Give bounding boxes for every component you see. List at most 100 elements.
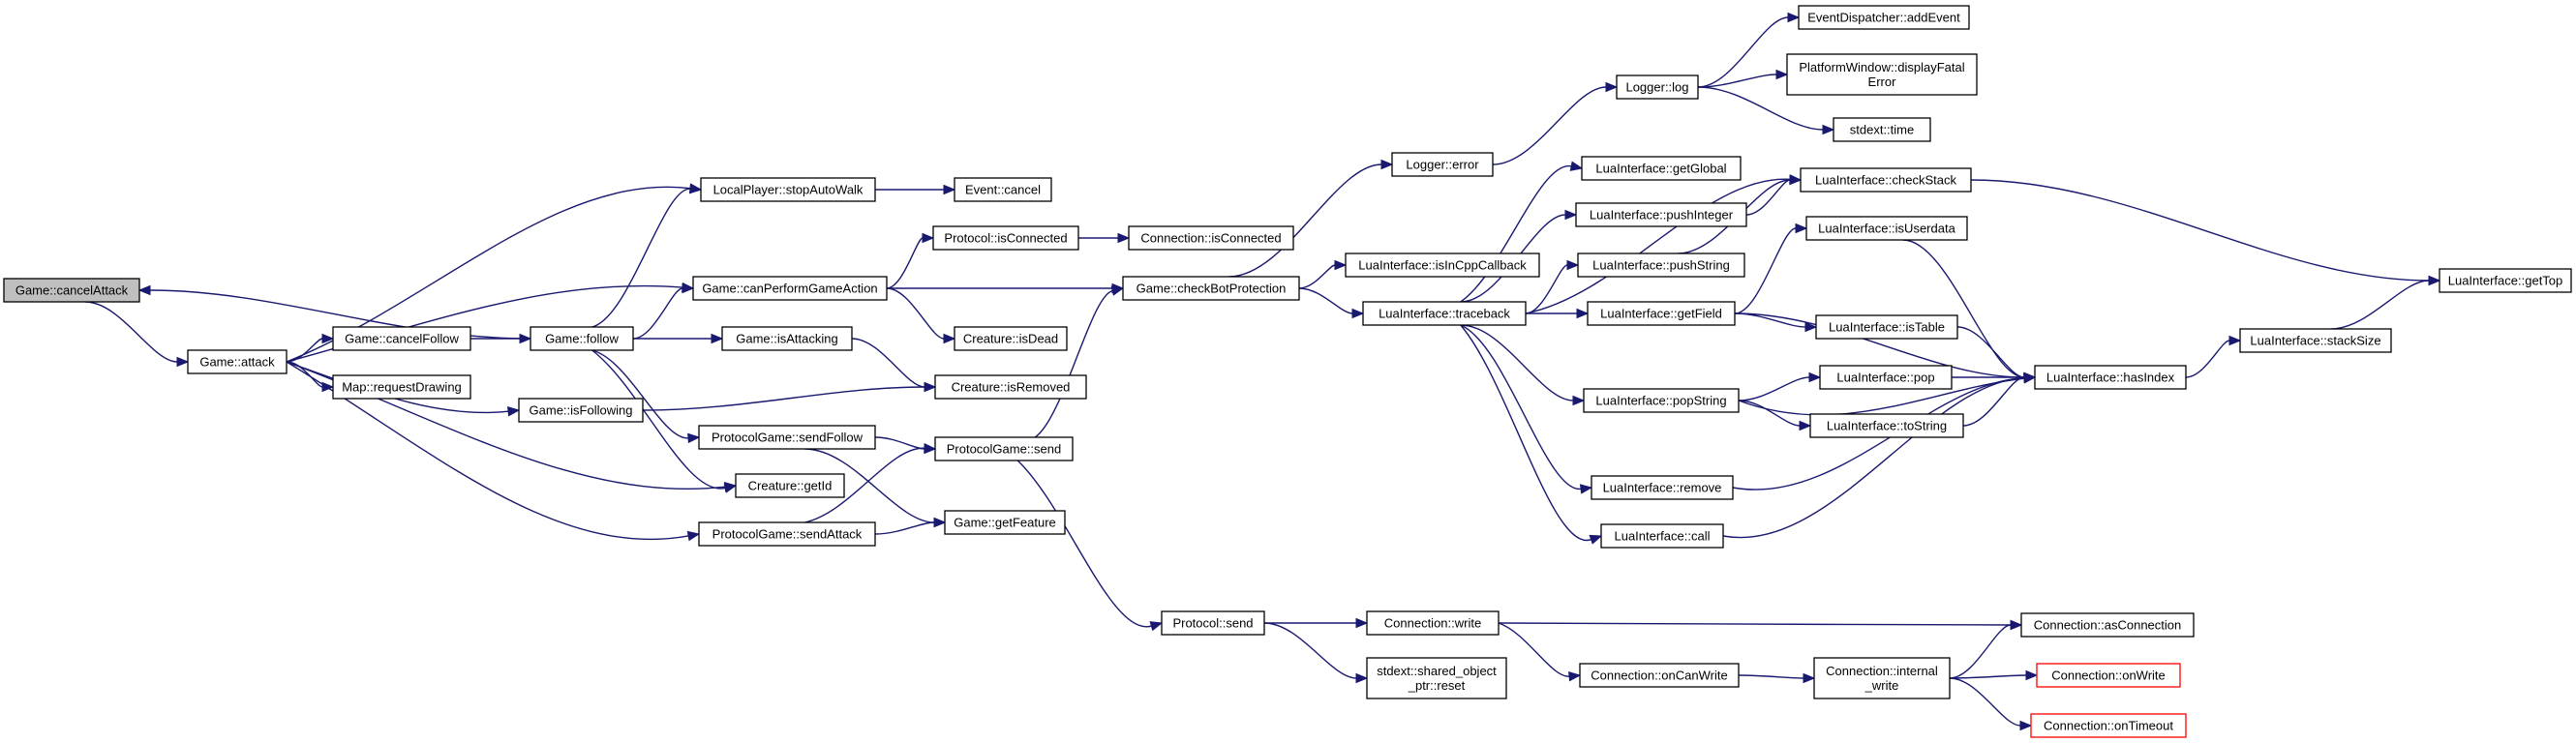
node-box — [3, 278, 140, 303]
edge-protoisconnected-to-connisconnected — [1077, 232, 1131, 244]
node-game-cancelfollow[interactable]: Game::cancelFollow — [332, 326, 471, 351]
edge-line — [1697, 16, 1789, 88]
arrowhead — [1789, 174, 1803, 186]
node-luainterface-isincppcallback[interactable]: LuaInterface::isInCppCallback — [1345, 253, 1540, 278]
node-luainterface-pop[interactable]: LuaInterface::pop — [1819, 365, 1953, 390]
node-logger-log[interactable]: Logger::log — [1616, 74, 1699, 100]
node-luainterface-pushstring[interactable]: LuaInterface::pushString — [1577, 253, 1745, 278]
node-game-isattacking[interactable]: Game::isAttacking — [721, 326, 853, 351]
node-luainterface-stacksize[interactable]: LuaInterface::stackSize — [2239, 328, 2392, 353]
edge-protocolsend-to-connwrite — [1264, 617, 1369, 629]
node-luainterface-traceback[interactable]: LuaInterface::traceback — [1362, 301, 1527, 326]
node-luainterface-popstring[interactable]: LuaInterface::popString — [1583, 388, 1740, 413]
node-map-requestdrawing[interactable]: Map::requestDrawing — [332, 374, 471, 400]
node-label: Game::follow — [545, 332, 619, 346]
node-luainterface-istable[interactable]: LuaInterface::isTable — [1815, 314, 1958, 340]
edge-line — [1697, 74, 1777, 88]
edge-canperform-to-protoisconnected — [886, 232, 935, 289]
node-connection-asconnection[interactable]: Connection::asConnection — [2020, 612, 2195, 638]
node-box — [1579, 663, 1740, 688]
node-label: LuaInterface::checkStack — [1815, 173, 1956, 188]
node-game-cancelattack[interactable]: Game::cancelAttack — [3, 278, 140, 303]
node-label: Connection::write — [1384, 616, 1481, 631]
node-box — [1581, 156, 1742, 181]
edge-line — [1738, 377, 2025, 416]
node-connection-onwrite[interactable]: Connection::onWrite — [2036, 663, 2181, 688]
edge-line — [286, 361, 509, 414]
node-label: LuaInterface::pushString — [1592, 258, 1730, 273]
edge-line — [1970, 179, 2430, 282]
node-box — [1577, 253, 1745, 278]
node-game-canperformgameaction[interactable]: Game::canPerformGameAction — [692, 276, 888, 301]
arrowhead — [1605, 81, 1619, 93]
node-creature-getid[interactable]: Creature::getId — [735, 473, 845, 498]
node-luainterface-pushinteger[interactable]: LuaInterface::pushInteger — [1575, 202, 1747, 227]
node-box — [1366, 610, 1500, 636]
node-luainterface-getfield[interactable]: LuaInterface::getField — [1587, 301, 1736, 326]
node-label: Creature::isDead — [963, 332, 1058, 346]
node-creature-isdead[interactable]: Creature::isDead — [954, 326, 1068, 351]
node-protocolgame-send[interactable]: ProtocolGame::send — [934, 436, 1074, 461]
node-game-checkbotprotection[interactable]: Game::checkBotProtection — [1122, 276, 1300, 301]
edge-follow-to-stopautowalk — [591, 183, 703, 328]
arrowhead — [1569, 161, 1584, 171]
edge-line — [1722, 376, 2025, 539]
edge-line — [1949, 677, 2021, 727]
node-stdext-shared-object-ptr-reset[interactable]: stdext::shared_object_ptr::reset — [1366, 657, 1507, 699]
node-event-cancel[interactable]: Event::cancel — [954, 177, 1052, 202]
node-connection-oncanwrite[interactable]: Connection::onCanWrite — [1579, 663, 1740, 688]
node-game-follow[interactable]: Game::follow — [530, 326, 634, 351]
node-logger-error[interactable]: Logger::error — [1391, 152, 1494, 177]
node-protocolgame-sendfollow[interactable]: ProtocolGame::sendFollow — [698, 425, 876, 450]
edge-line — [1460, 324, 1574, 401]
node-label: Logger::error — [1406, 158, 1479, 172]
edge-line — [1492, 86, 1607, 165]
node-localplayer-stopautowalk[interactable]: LocalPlayer::stopAutoWalk — [700, 177, 876, 202]
arrowhead — [682, 282, 695, 294]
edge-getfield-to-isuserdata — [1734, 223, 1808, 314]
node-box — [934, 436, 1074, 461]
arrowhead — [1117, 232, 1131, 244]
edge-line — [84, 301, 178, 363]
arrowhead — [1808, 372, 1822, 383]
node-luainterface-tostring[interactable]: LuaInterface::toString — [1809, 413, 1964, 438]
edge-line — [642, 386, 925, 411]
edge-line — [804, 448, 935, 523]
node-protocol-send[interactable]: Protocol::send — [1161, 610, 1265, 636]
edge-line — [2185, 340, 2230, 378]
arrowhead — [1355, 672, 1369, 684]
node-luainterface-remove[interactable]: LuaInterface::remove — [1591, 475, 1734, 500]
node-protocol-isconnected[interactable]: Protocol::isConnected — [932, 225, 1079, 251]
node-eventdispatcher-addevent[interactable]: EventDispatcher::addEvent — [1798, 5, 1970, 30]
node-protocolgame-sendattack[interactable]: ProtocolGame::sendAttack — [698, 521, 876, 547]
node-label: LuaInterface::stackSize — [2250, 334, 2380, 348]
node-label: Game::isFollowing — [530, 403, 633, 418]
arrowhead — [1804, 321, 1818, 333]
node-box — [700, 177, 876, 202]
arrowhead — [943, 333, 956, 344]
node-connection-ontimeout[interactable]: Connection::onTimeout — [2030, 713, 2187, 738]
node-box — [934, 374, 1087, 400]
node-luainterface-checkstack[interactable]: LuaInterface::checkStack — [1800, 167, 1972, 193]
node-game-attack[interactable]: Game::attack — [187, 349, 288, 374]
node-box — [2034, 365, 2187, 390]
node-creature-isremoved[interactable]: Creature::isRemoved — [934, 374, 1087, 400]
node-luainterface-hasindex[interactable]: LuaInterface::hasIndex — [2034, 365, 2187, 390]
edge-line — [1956, 326, 2025, 378]
node-connection-isconnected[interactable]: Connection::isConnected — [1128, 225, 1294, 251]
node-stdext-time[interactable]: stdext::time — [1833, 117, 1931, 142]
edge-hasindex-to-stacksize — [2185, 335, 2242, 378]
node-game-getfeature[interactable]: Game::getFeature — [944, 510, 1066, 535]
node-luainterface-getglobal[interactable]: LuaInterface::getGlobal — [1581, 156, 1742, 181]
node-luainterface-gettop[interactable]: LuaInterface::getTop — [2439, 268, 2572, 293]
node-connection-write[interactable]: Connection::write — [1366, 610, 1500, 636]
node-luainterface-isuserdata[interactable]: LuaInterface::isUserdata — [1805, 216, 1968, 241]
arrowhead — [1110, 285, 1125, 296]
node-connection-internal-write[interactable]: Connection::internal_write — [1813, 657, 1951, 699]
node-box — [932, 225, 1079, 251]
arrowhead — [1380, 159, 1394, 170]
node-game-isfollowing[interactable]: Game::isFollowing — [518, 398, 644, 423]
node-luainterface-call[interactable]: LuaInterface::call — [1600, 523, 1724, 549]
